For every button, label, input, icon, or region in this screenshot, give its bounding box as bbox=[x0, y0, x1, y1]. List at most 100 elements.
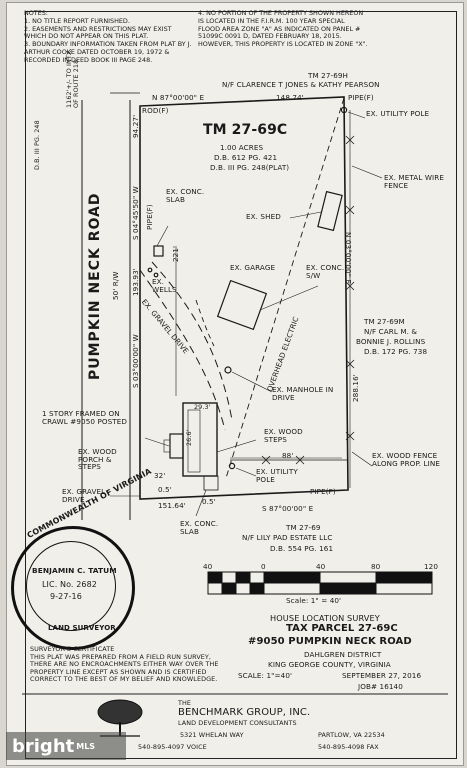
surveyor-certificate: SURVEYOR'S CERTIFICATE THIS PLAT WAS PRE… bbox=[30, 645, 230, 684]
scale-tick-0: 40 bbox=[203, 562, 213, 571]
road-row: 50' R/W bbox=[111, 271, 120, 300]
label-porch: EX. WOOD PORCH & STEPS bbox=[78, 447, 117, 472]
title-line-5: KING GEORGE COUNTY, VIRGINIA bbox=[268, 660, 391, 669]
title-line-2: TAX PARCEL 27-69C bbox=[286, 623, 398, 634]
gravel-drive-path bbox=[139, 269, 226, 431]
scale-tick-3: 80 bbox=[371, 562, 381, 571]
label-shed: EX. SHED bbox=[246, 212, 281, 221]
company-name: BENCHMARK GROUP, INC. bbox=[178, 707, 311, 718]
seal-license: LIC. No. 2682 bbox=[42, 580, 97, 589]
dim-88: 88' bbox=[282, 451, 294, 460]
pipe-west: PIPE(F) bbox=[145, 204, 154, 230]
house-dim-2: 26.6' bbox=[185, 429, 193, 447]
utility-pole-south-symbol bbox=[228, 462, 236, 470]
title-line-4: DAHLGREN DISTRICT bbox=[304, 650, 382, 659]
watermark-mark: MLS bbox=[76, 741, 96, 751]
notes-heading: NOTES: bbox=[24, 9, 48, 17]
garage-outline bbox=[216, 279, 268, 331]
east-distance: 288.16' bbox=[351, 374, 360, 402]
title-scale: SCALE: 1"=40' bbox=[238, 671, 293, 680]
label-gravel-drive-south: EX. GRAVEL DRIVE bbox=[62, 487, 106, 504]
scale-bar-graphic bbox=[207, 571, 433, 595]
dim-05-b: 0.5' bbox=[202, 497, 216, 506]
overhead-electric-line bbox=[225, 97, 345, 479]
conc-slab-south bbox=[203, 475, 219, 491]
company-voice: 540-895-4097 VOICE bbox=[138, 743, 207, 751]
property-boundary bbox=[139, 96, 349, 500]
company-address: 5321 WHELAN WAY bbox=[180, 731, 244, 739]
east-tm: TM 27-69M bbox=[364, 317, 405, 326]
west-bearing-2: S 03°00'00" W bbox=[131, 334, 140, 388]
label-wells: EX. WELLS bbox=[152, 277, 177, 294]
label-conc-sw: EX. CONC. S/W bbox=[306, 263, 345, 280]
flood-note: 4. NO PORTION OF THE PROPERTY SHOWN HERE… bbox=[198, 9, 368, 49]
road-db-ref: D.B. III PG. 248 bbox=[33, 120, 41, 170]
north-tm: TM 27-69H bbox=[308, 71, 349, 80]
company-subtitle: LAND DEVELOPMENT CONSULTANTS bbox=[178, 719, 297, 727]
label-utility-pole-south: EX. UTILITY POLE bbox=[256, 467, 298, 484]
scale-tick-2: 40 bbox=[316, 562, 326, 571]
notes-block: NOTES: 1. NO TITLE REPORT FURNISHED. 2. … bbox=[24, 9, 194, 65]
dim-32: 32' bbox=[154, 471, 166, 480]
certificate-heading: SURVEYOR'S CERTIFICATE bbox=[30, 645, 115, 653]
rod-found: ROD(F) bbox=[142, 106, 169, 115]
south-tm: TM 27-69 bbox=[286, 523, 321, 532]
west-bearing: S 04°45'50" W bbox=[131, 186, 140, 240]
label-manhole: EX. MANHOLE IN DRIVE bbox=[272, 385, 334, 402]
scale-tick-4: 120 bbox=[424, 562, 439, 571]
company-fax: 540-895-4098 FAX bbox=[318, 743, 379, 751]
south-owner: N/F LILY PAD ESTATE LLC bbox=[242, 533, 333, 542]
road-distance-to-route: 1162'+/- TO INTX. OF ROUTE 218 bbox=[65, 48, 80, 108]
label-house: 1 STORY FRAMED ON CRAWL #9050 POSTED bbox=[42, 409, 128, 426]
north-distance: 148.74' bbox=[276, 93, 304, 102]
conc-slab-north bbox=[153, 245, 164, 257]
plat-border bbox=[25, 11, 457, 759]
dim-05-a: 0.5' bbox=[158, 485, 172, 494]
seal-date: 9-27-16 bbox=[50, 592, 82, 601]
east-owner-1: N/F CARL M. & bbox=[364, 327, 418, 336]
scale-tick-1: 0 bbox=[261, 562, 266, 571]
shed-outline bbox=[317, 190, 343, 232]
note-1: 1. NO TITLE REPORT FURNISHED. bbox=[24, 16, 130, 25]
utility-pole-north-symbol bbox=[340, 106, 348, 114]
note-3: 3. BOUNDARY INFORMATION TAKEN FROM PLAT … bbox=[24, 40, 192, 64]
north-owner: N/F CLARENCE T JONES & KATHY PEARSON bbox=[222, 80, 380, 89]
parcel-db: D.B. 612 PG. 421 bbox=[214, 153, 278, 162]
title-line-3: #9050 PUMPKIN NECK ROAD bbox=[248, 636, 412, 647]
parcel-acres: 1.00 ACRES bbox=[220, 143, 264, 152]
title-job: JOB# 16140 bbox=[358, 682, 403, 691]
watermark-text: bright bbox=[12, 735, 75, 757]
road-name: PUMPKIN NECK ROAD bbox=[87, 192, 103, 380]
title-line-1: HOUSE LOCATION SURVEY bbox=[270, 613, 380, 623]
porch-outline bbox=[169, 433, 184, 459]
west-dist-2: 193.93' bbox=[131, 268, 140, 296]
south-distance: 151.64' bbox=[158, 501, 186, 510]
label-utility-pole-north: EX. UTILITY POLE bbox=[366, 109, 430, 118]
benchmark-logo-tree bbox=[97, 699, 143, 737]
company-city: PARTLOW, VA 22534 bbox=[318, 731, 385, 739]
fence-x-marks bbox=[261, 135, 355, 465]
certificate-body: THIS PLAT WAS PREPARED FROM A FIELD RUN … bbox=[30, 652, 219, 684]
east-db: D.B. 172 PG. 738 bbox=[364, 347, 428, 356]
label-wood-steps: EX. WOOD STEPS bbox=[264, 427, 303, 444]
house-dim-1: 29.3' bbox=[194, 403, 211, 411]
seal-bottom: LAND SURVEYOR bbox=[48, 624, 116, 632]
dim-221: 221' bbox=[171, 245, 180, 262]
east-owner-2: BONNIE J. ROLLINS bbox=[356, 337, 426, 346]
surveyor-seal: COMMONWEALTH OF VIRGINIA BENJAMIN C. TAT… bbox=[11, 467, 153, 650]
label-wood-fence: EX. WOOD FENCE ALONG PROP. LINE bbox=[372, 451, 440, 468]
label-conc-slab-south: EX. CONC. SLAB bbox=[180, 519, 219, 536]
north-bearing: N 87°00'00" E bbox=[152, 93, 205, 102]
seal-name: BENJAMIN C. TATUM bbox=[32, 566, 117, 575]
manhole-symbol bbox=[224, 366, 232, 374]
parcel-tm: TM 27-69C bbox=[203, 122, 288, 138]
title-date: SEPTEMBER 27, 2016 bbox=[342, 671, 422, 680]
note-2: 2. EASEMENTS AND RESTRICTIONS MAY EXIST … bbox=[24, 24, 172, 41]
label-garage: EX. GARAGE bbox=[230, 263, 276, 272]
pipe-ne: PIPE(F) bbox=[348, 93, 374, 102]
scale-label: Scale: 1" = 40' bbox=[286, 596, 342, 605]
label-metal-fence: EX. METAL WIRE FENCE bbox=[384, 173, 444, 190]
south-bearing: S 87°00'00" E bbox=[262, 504, 314, 513]
